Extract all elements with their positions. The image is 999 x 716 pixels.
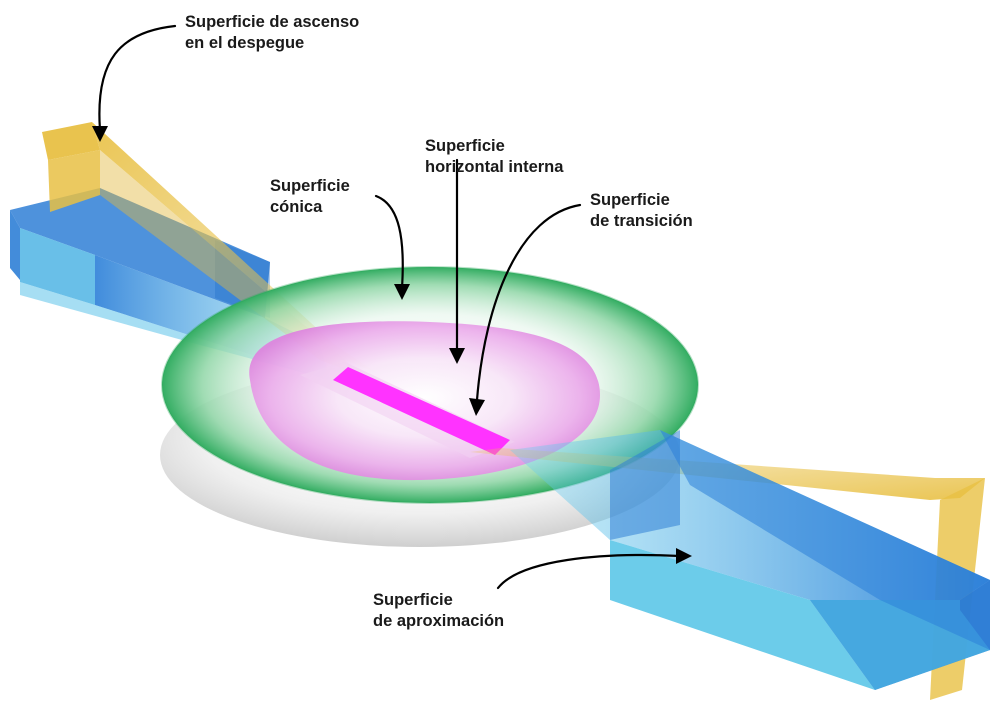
runway xyxy=(333,367,510,455)
label-inner-horizontal-line1: Superficie xyxy=(425,137,505,155)
arrowhead-approach xyxy=(676,548,692,564)
label-approach: Superficie de aproximación xyxy=(373,590,504,632)
label-conical-line2: cónica xyxy=(270,198,323,216)
label-inner-horizontal: Superficie horizontal interna xyxy=(425,136,563,178)
label-takeoff-climb: Superficie de ascenso en el despegue xyxy=(185,12,359,54)
arrow-takeoff xyxy=(98,24,177,132)
callout-arrows xyxy=(92,24,692,590)
arrow-conical xyxy=(374,194,404,290)
label-approach-line1: Superficie xyxy=(373,591,453,609)
arrowhead-conical xyxy=(394,284,410,300)
label-takeoff-line1: Superficie de ascenso xyxy=(185,13,360,31)
approach-surface-right xyxy=(510,430,990,690)
arrow-approach xyxy=(496,553,682,590)
label-transitional-line2: de transición xyxy=(590,212,693,230)
label-conical: Superficie cónica xyxy=(270,176,350,218)
label-takeoff-line2: en el despegue xyxy=(185,34,305,52)
label-approach-line2: de aproximación xyxy=(373,612,505,630)
arrow-transitional xyxy=(475,203,582,402)
label-transitional-line1: Superficie xyxy=(590,191,670,209)
label-conical-line1: Superficie xyxy=(270,177,350,195)
label-transitional: Superficie de transición xyxy=(590,190,693,232)
arrowhead-inner-horizontal xyxy=(449,348,465,364)
label-inner-horizontal-line2: horizontal interna xyxy=(425,158,564,176)
arrowhead-takeoff xyxy=(92,126,108,142)
arrowhead-transitional xyxy=(469,398,485,416)
